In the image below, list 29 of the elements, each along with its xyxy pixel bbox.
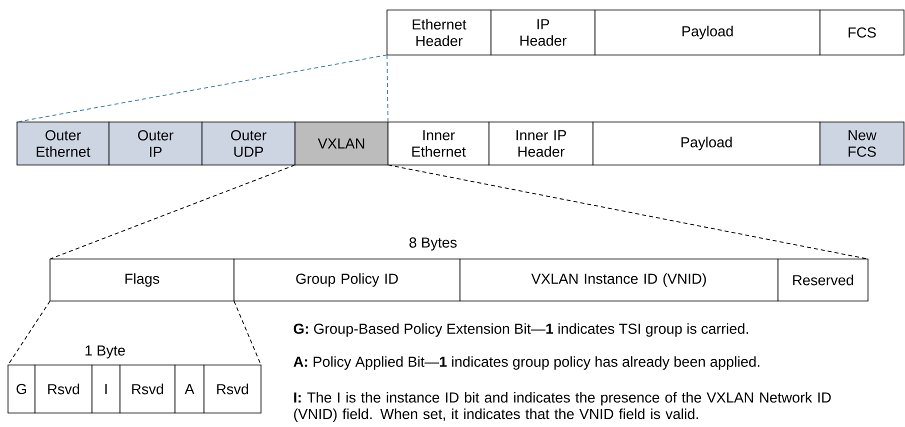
zoom-line <box>8 300 50 366</box>
bit-description: I: The I is the instance ID bit and indicates the presence of the VXLAN Network ID (VNID) field. When set, it indicates that the VNID field is valid. <box>294 392 831 422</box>
zoom-line <box>386 54 388 122</box>
field-cell: A <box>174 364 204 414</box>
field-cell: Reserved <box>778 258 868 302</box>
zoom-line <box>16 54 388 122</box>
field-cell: Flags <box>50 258 234 302</box>
field-cell: Group Policy ID <box>234 258 460 302</box>
field-cell: Ethernet Header <box>386 10 492 56</box>
field-cell: Rsvd <box>204 364 262 414</box>
bit-description: A: Policy Applied Bit—1 indicates group policy has already been applied. <box>294 356 760 370</box>
zoom-line <box>234 300 262 366</box>
field-cell: Inner Ethernet <box>388 122 490 166</box>
field-cell: IP Header <box>490 10 596 56</box>
field-cell: Outer Ethernet <box>16 122 110 166</box>
zoom-line <box>50 164 296 260</box>
field-cell: Outer UDP <box>202 122 296 166</box>
size-label: 8 Bytes <box>409 237 457 251</box>
size-label: 1 Byte <box>86 346 125 358</box>
field-cell: Inner IP Header <box>488 122 594 166</box>
field-cell: G <box>8 364 36 414</box>
field-cell: FCS <box>820 10 904 56</box>
field-cell: VXLAN <box>294 122 388 166</box>
field-cell: New FCS <box>820 122 904 166</box>
field-cell: Rsvd <box>120 364 176 414</box>
bit-description: G: Group-Based Policy Extension Bit—1 indicates TSI group is carried. <box>294 323 748 337</box>
zoom-line <box>388 164 868 260</box>
field-cell: I <box>92 364 120 414</box>
field-cell: Outer IP <box>108 122 202 166</box>
